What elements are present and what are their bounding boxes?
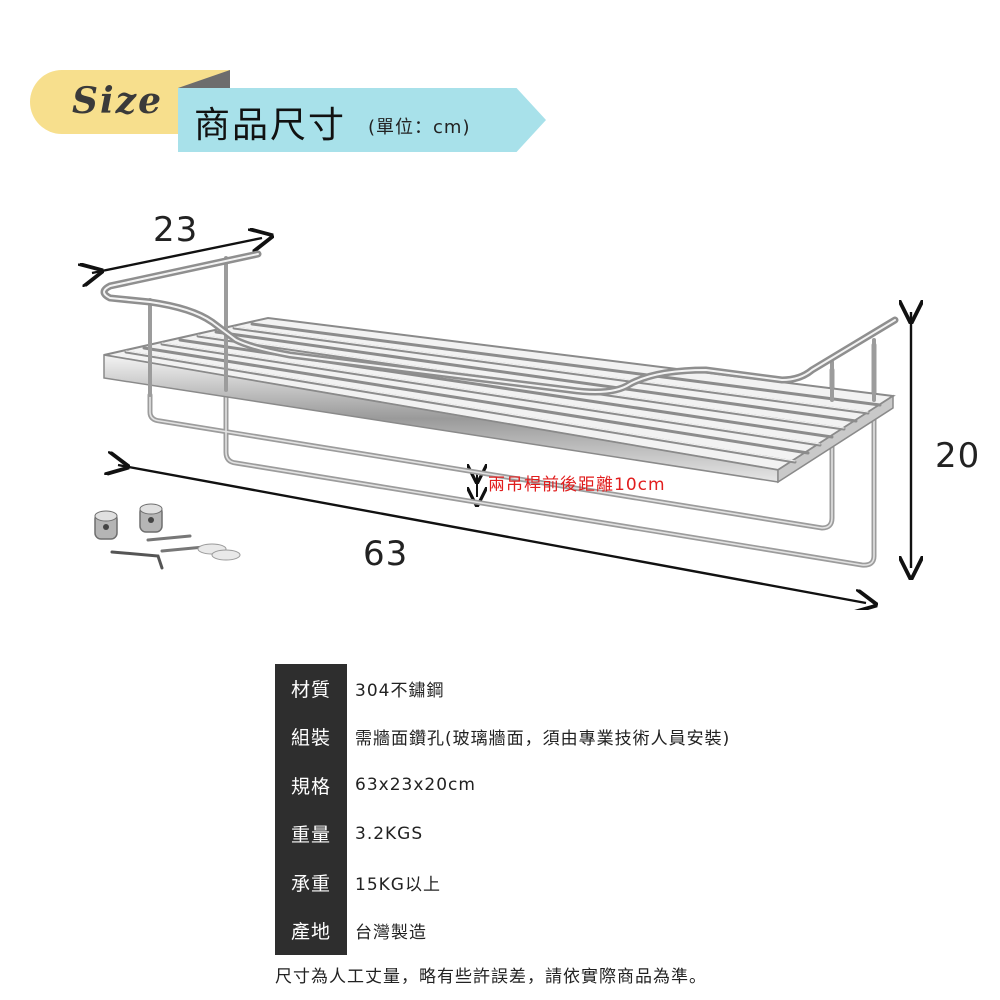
width-label: 63 — [363, 534, 409, 574]
disclaimer: 尺寸為人工丈量，略有些許誤差，請依實際商品為準。 — [275, 967, 707, 987]
page-title: 商品尺寸 — [194, 105, 347, 146]
width-arrow — [118, 465, 866, 603]
spec-row-load: 承重 15KG以上 — [275, 858, 731, 907]
depth-arrow — [92, 238, 262, 273]
shelf-tray — [103, 316, 896, 484]
bar-gap-note: 兩吊桿前後距離10cm — [488, 475, 666, 495]
spec-key: 重量 — [275, 809, 347, 858]
spec-key: 組裝 — [275, 712, 347, 761]
spec-value: 304不鏽鋼 — [355, 680, 445, 701]
spec-table: 材質 304不鏽鋼 組裝 需牆面鑽孔(玻璃牆面，須由專業技術人員安裝) 規格 6… — [275, 664, 731, 955]
spec-row-size: 規格 63x23x20cm — [275, 761, 731, 810]
spec-key: 規格 — [275, 761, 347, 810]
spec-key: 承重 — [275, 858, 347, 907]
spec-value: 3.2KGS — [355, 823, 424, 844]
size-badge-text: Size — [72, 80, 164, 122]
shelf-illustration — [0, 180, 1000, 610]
spec-row-material: 材質 304不鏽鋼 — [275, 664, 731, 713]
spec-row-weight: 重量 3.2KGS — [275, 809, 731, 858]
spec-value: 台灣製造 — [355, 923, 427, 944]
mounting-hardware-icon — [94, 503, 241, 570]
spec-key: 材質 — [275, 664, 347, 713]
unit-label: (單位：cm) — [368, 117, 471, 138]
spec-value: 15KG以上 — [355, 874, 441, 895]
spec-value: 需牆面鑽孔(玻璃牆面，須由專業技術人員安裝) — [355, 729, 731, 750]
depth-label: 23 — [153, 210, 199, 250]
height-label: 20 — [935, 436, 981, 476]
spec-row-origin: 產地 台灣製造 — [275, 906, 731, 955]
spec-value: 63x23x20cm — [355, 775, 476, 796]
spec-key: 產地 — [275, 906, 347, 955]
title-banner — [178, 88, 546, 152]
spec-row-assembly: 組裝 需牆面鑽孔(玻璃牆面，須由專業技術人員安裝) — [275, 712, 731, 761]
